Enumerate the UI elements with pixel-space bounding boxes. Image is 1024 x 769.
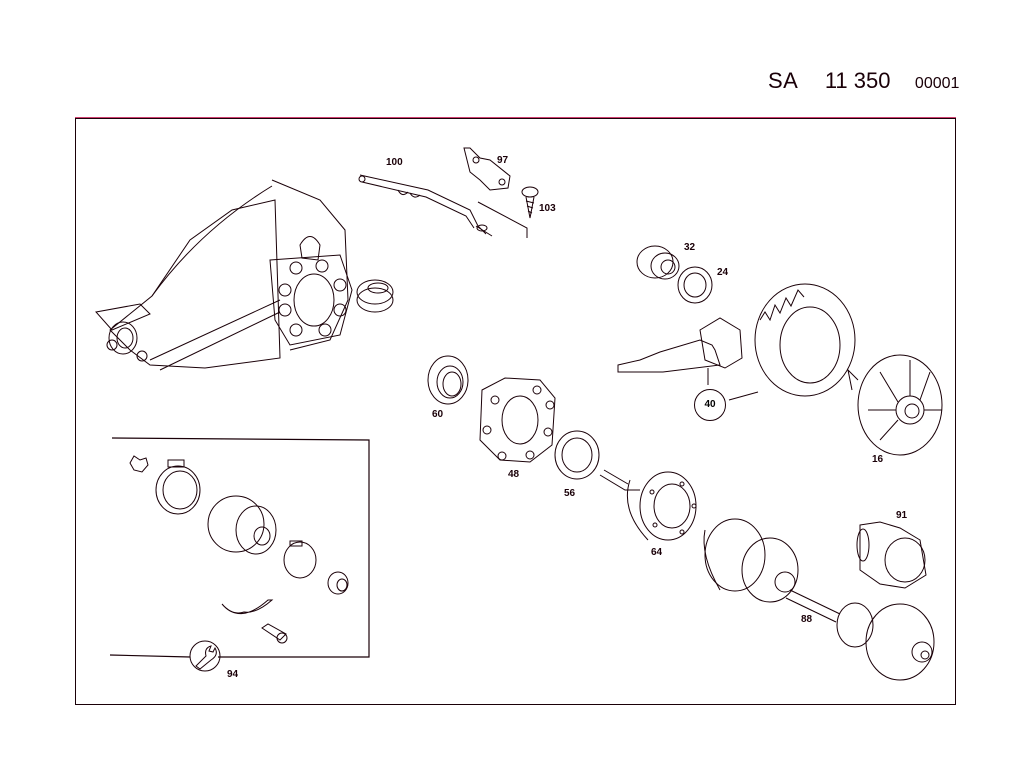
differential-16-drawing xyxy=(847,354,943,456)
callout-103[interactable]: 103 xyxy=(539,203,556,214)
screw-103-drawing xyxy=(521,186,539,219)
callout-56[interactable]: 56 xyxy=(564,488,576,499)
axle-shaft-88-drawing xyxy=(703,518,935,681)
callout-91[interactable]: 91 xyxy=(896,510,908,521)
sheet-number: 00001 xyxy=(914,75,960,92)
callout-60[interactable]: 60 xyxy=(432,409,444,420)
shim-24-drawing xyxy=(677,266,713,304)
holder-97-drawing xyxy=(463,147,511,191)
diagram-header: SA 11 350 00001 xyxy=(768,68,959,94)
diagram-frame xyxy=(75,118,956,705)
callout-48[interactable]: 48 xyxy=(508,469,520,480)
repair-kit-box xyxy=(109,437,370,658)
callout-24[interactable]: 24 xyxy=(717,267,729,278)
callout-40[interactable]: 40 xyxy=(694,389,726,421)
callout-94[interactable]: 94 xyxy=(227,669,239,680)
ring-gear-drawing xyxy=(728,283,856,401)
pinion-gear-drawing xyxy=(617,317,743,385)
callout-97[interactable]: 97 xyxy=(497,155,509,166)
callout-100[interactable]: 100 xyxy=(386,157,403,168)
group-number: 11 350 xyxy=(824,68,891,93)
wrench-circle xyxy=(189,640,221,672)
flange-64-drawing xyxy=(599,469,697,541)
callout-32[interactable]: 32 xyxy=(684,242,696,253)
callout-88[interactable]: 88 xyxy=(801,614,813,625)
axle-housing-drawing xyxy=(95,179,394,371)
callout-64[interactable]: 64 xyxy=(651,547,663,558)
boot-91-drawing xyxy=(856,521,927,589)
cover-48-drawing xyxy=(479,377,556,463)
callout-16[interactable]: 16 xyxy=(872,454,884,465)
seal-60-drawing xyxy=(427,355,469,405)
group-code: SA xyxy=(768,68,799,93)
bearing-32-drawing xyxy=(636,245,680,280)
seal-ring-56-drawing xyxy=(554,430,600,480)
bracket-100-drawing xyxy=(358,174,528,238)
